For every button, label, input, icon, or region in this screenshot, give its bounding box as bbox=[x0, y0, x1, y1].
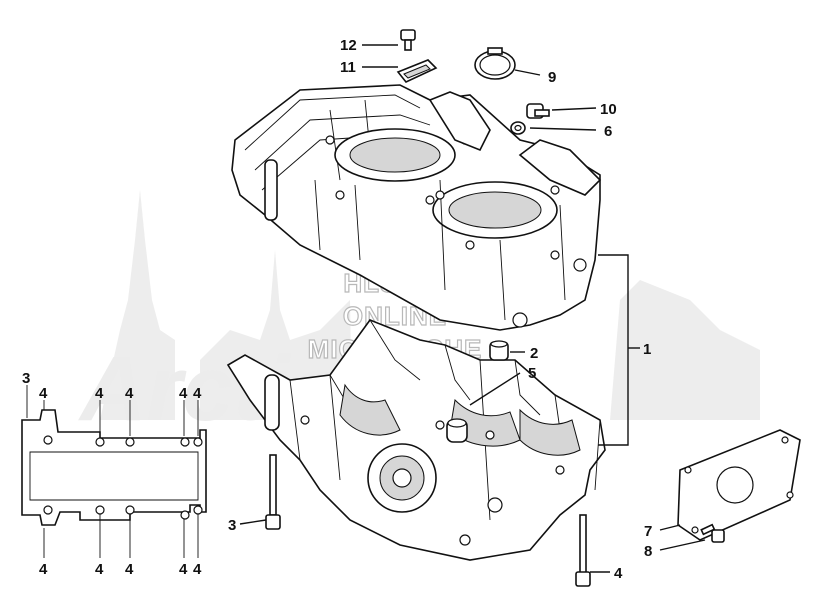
bolt-3-long bbox=[265, 454, 281, 530]
callout-3-bolt: 3 bbox=[228, 517, 236, 534]
gasket-callouts: 3 4 4 4 4 4 4 4 4 4 4 bbox=[22, 370, 202, 578]
bracket-11 bbox=[396, 59, 438, 83]
callout-1: 1 bbox=[643, 341, 651, 358]
leader-lines bbox=[26, 44, 706, 573]
clamp-9 bbox=[474, 47, 516, 80]
gasket-callout-bottom-1: 4 bbox=[39, 561, 48, 578]
callout-6: 6 bbox=[604, 123, 612, 140]
washer-6 bbox=[510, 121, 526, 135]
bolt-12 bbox=[400, 29, 416, 51]
bolt-10 bbox=[526, 103, 550, 119]
dowel-2 bbox=[489, 340, 509, 361]
callout-12: 12 bbox=[340, 37, 357, 54]
gasket-callout-top-3: 4 bbox=[95, 385, 104, 402]
bolt-8 bbox=[700, 523, 725, 543]
gasket-callout-top-5: 4 bbox=[179, 385, 188, 402]
callout-9: 9 bbox=[548, 69, 556, 86]
gasket-callout-top-1: 3 bbox=[22, 370, 30, 387]
gasket-callout-top-6: 4 bbox=[193, 385, 202, 402]
upper-crankcase bbox=[231, 84, 602, 331]
lower-crankcase bbox=[226, 319, 606, 561]
gasket-callout-bottom-5: 4 bbox=[193, 561, 202, 578]
callouts: 12 11 9 10 6 1 2 5 3 4 7 8 bbox=[228, 37, 652, 582]
bolt-4-long bbox=[575, 514, 591, 587]
crankcase-gasket bbox=[21, 409, 207, 526]
gasket-callout-top-2: 4 bbox=[39, 385, 48, 402]
gasket-callout-top-4: 4 bbox=[125, 385, 134, 402]
callout-8: 8 bbox=[644, 543, 652, 560]
callout-11: 11 bbox=[340, 59, 356, 76]
gasket-callout-bottom-2: 4 bbox=[95, 561, 104, 578]
bearing-5 bbox=[446, 418, 468, 443]
gasket-callout-bottom-3: 4 bbox=[125, 561, 134, 578]
gasket-callout-bottom-4: 4 bbox=[179, 561, 188, 578]
callout-4-bolt: 4 bbox=[614, 565, 623, 582]
callout-5: 5 bbox=[528, 365, 536, 382]
callout-2: 2 bbox=[530, 345, 538, 362]
callout-10: 10 bbox=[600, 101, 617, 118]
cover-plate-7 bbox=[677, 429, 801, 541]
callout-7: 7 bbox=[644, 523, 652, 540]
